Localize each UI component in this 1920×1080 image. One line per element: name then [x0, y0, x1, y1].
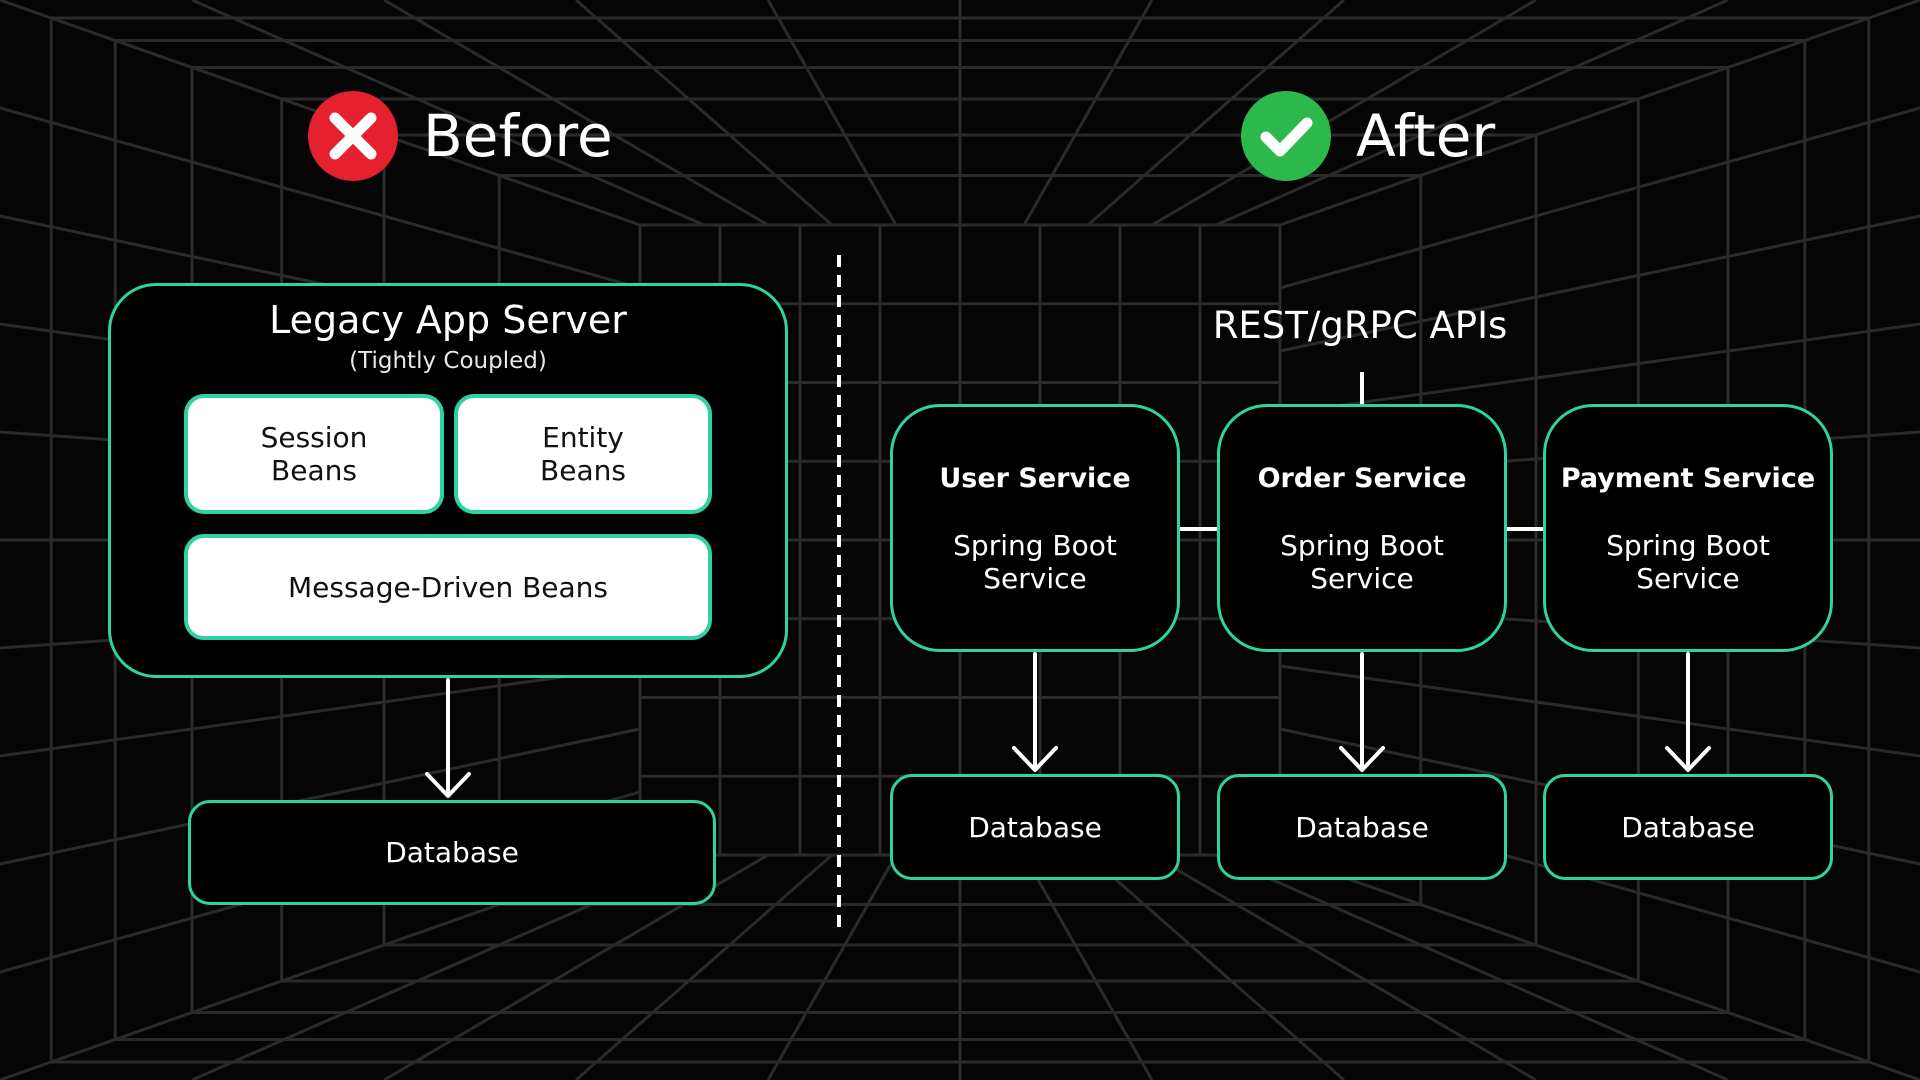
entity-beans-box: Entity Beans	[454, 394, 712, 514]
user-service-description: Spring Boot Service	[953, 529, 1117, 595]
legacy-database: Database	[188, 800, 716, 905]
entity-beans-label: Entity Beans	[540, 421, 626, 487]
session-beans-box: Session Beans	[184, 394, 444, 514]
payment-service-box: Payment Service Spring Boot Service	[1543, 404, 1833, 652]
order-service-box: Order Service Spring Boot Service	[1217, 404, 1507, 652]
cross-icon	[308, 91, 398, 181]
legacy-server-title: Legacy App Server	[269, 298, 627, 342]
order-service-database: Database	[1217, 774, 1507, 880]
payment-service-database: Database	[1543, 774, 1833, 880]
legacy-db-arrow	[425, 678, 471, 798]
message-driven-beans-label: Message-Driven Beans	[287, 570, 609, 604]
payment-db-arrow	[1665, 652, 1711, 772]
order-db-arrow	[1339, 652, 1385, 772]
user-service-name: User Service	[939, 463, 1131, 494]
legacy-server-subtitle: (Tightly Coupled)	[349, 348, 547, 374]
legacy-database-label: Database	[385, 836, 519, 869]
after-heading: After	[1240, 90, 1495, 182]
before-heading: Before	[307, 90, 613, 182]
payment-service-description: Spring Boot Service	[1606, 529, 1770, 595]
after-title: After	[1356, 102, 1496, 170]
payment-service-name: Payment Service	[1560, 463, 1816, 494]
api-label: REST/gRPC APIs	[1212, 304, 1508, 347]
order-service-description: Spring Boot Service	[1280, 529, 1444, 595]
order-database-label: Database	[1295, 810, 1429, 844]
user-database-label: Database	[968, 810, 1102, 844]
user-db-arrow	[1012, 652, 1058, 772]
user-service-database: Database	[890, 774, 1180, 880]
session-beans-label: Session Beans	[260, 421, 368, 487]
before-title: Before	[423, 102, 613, 170]
payment-database-label: Database	[1621, 810, 1755, 844]
check-icon	[1241, 91, 1331, 181]
order-service-name: Order Service	[1257, 463, 1467, 494]
message-driven-beans-box: Message-Driven Beans	[184, 534, 712, 640]
user-service-box: User Service Spring Boot Service	[890, 404, 1180, 652]
